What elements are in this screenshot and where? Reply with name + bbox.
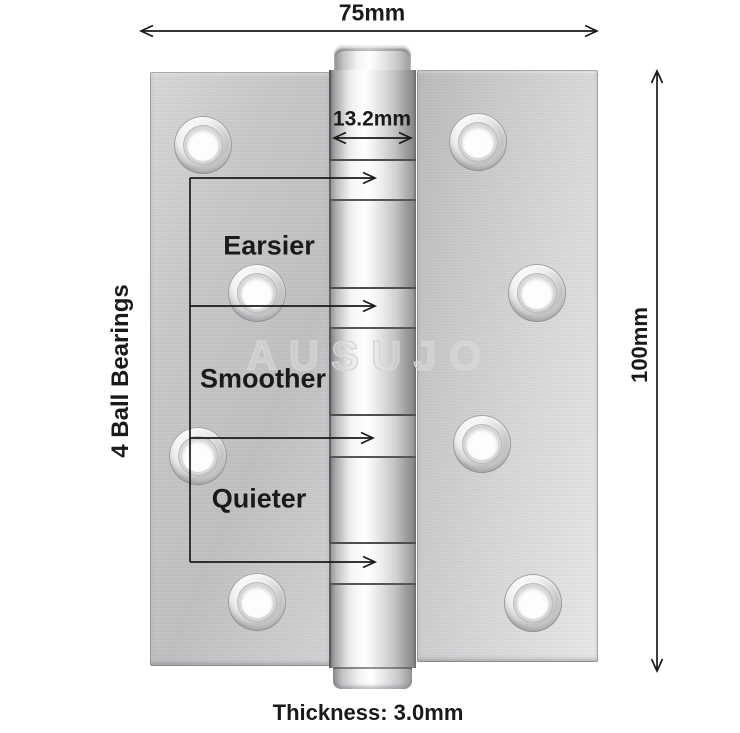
screw-hole bbox=[453, 415, 511, 473]
ball-bearing-ring bbox=[329, 287, 416, 329]
brushed-texture bbox=[150, 72, 330, 666]
hinge-left-leaf bbox=[150, 72, 330, 666]
width-dimension-label: 75mm bbox=[338, 0, 406, 26]
ball-bearing-ring bbox=[329, 159, 416, 201]
ball-bearing-ring bbox=[329, 542, 416, 585]
screw-hole bbox=[174, 116, 232, 174]
screw-hole bbox=[508, 264, 566, 322]
callout-label-quieter: Quieter bbox=[211, 483, 307, 514]
screw-hole bbox=[449, 113, 507, 171]
ball-bearing-ring bbox=[329, 414, 416, 458]
hinge-right-leaf bbox=[417, 70, 598, 662]
screw-hole bbox=[228, 573, 286, 631]
screw-hole bbox=[228, 264, 286, 322]
height-dimension-label: 100mm bbox=[627, 307, 652, 383]
pin-diameter-label: 13.2mm bbox=[332, 107, 412, 131]
callout-label-easier: Earsier bbox=[223, 230, 315, 261]
callout-label-smoother: Smoother bbox=[199, 363, 327, 394]
screw-hole bbox=[169, 427, 227, 485]
barrel-top-cap bbox=[334, 45, 411, 73]
ball-bearings-label: 4 Ball Bearings bbox=[107, 284, 134, 458]
screw-hole bbox=[504, 574, 562, 632]
brand-watermark: AUSUJO bbox=[246, 331, 494, 379]
barrel-bottom-cap bbox=[333, 667, 412, 689]
brushed-texture bbox=[417, 70, 598, 662]
thickness-label: Thickness: 3.0mm bbox=[272, 700, 464, 725]
